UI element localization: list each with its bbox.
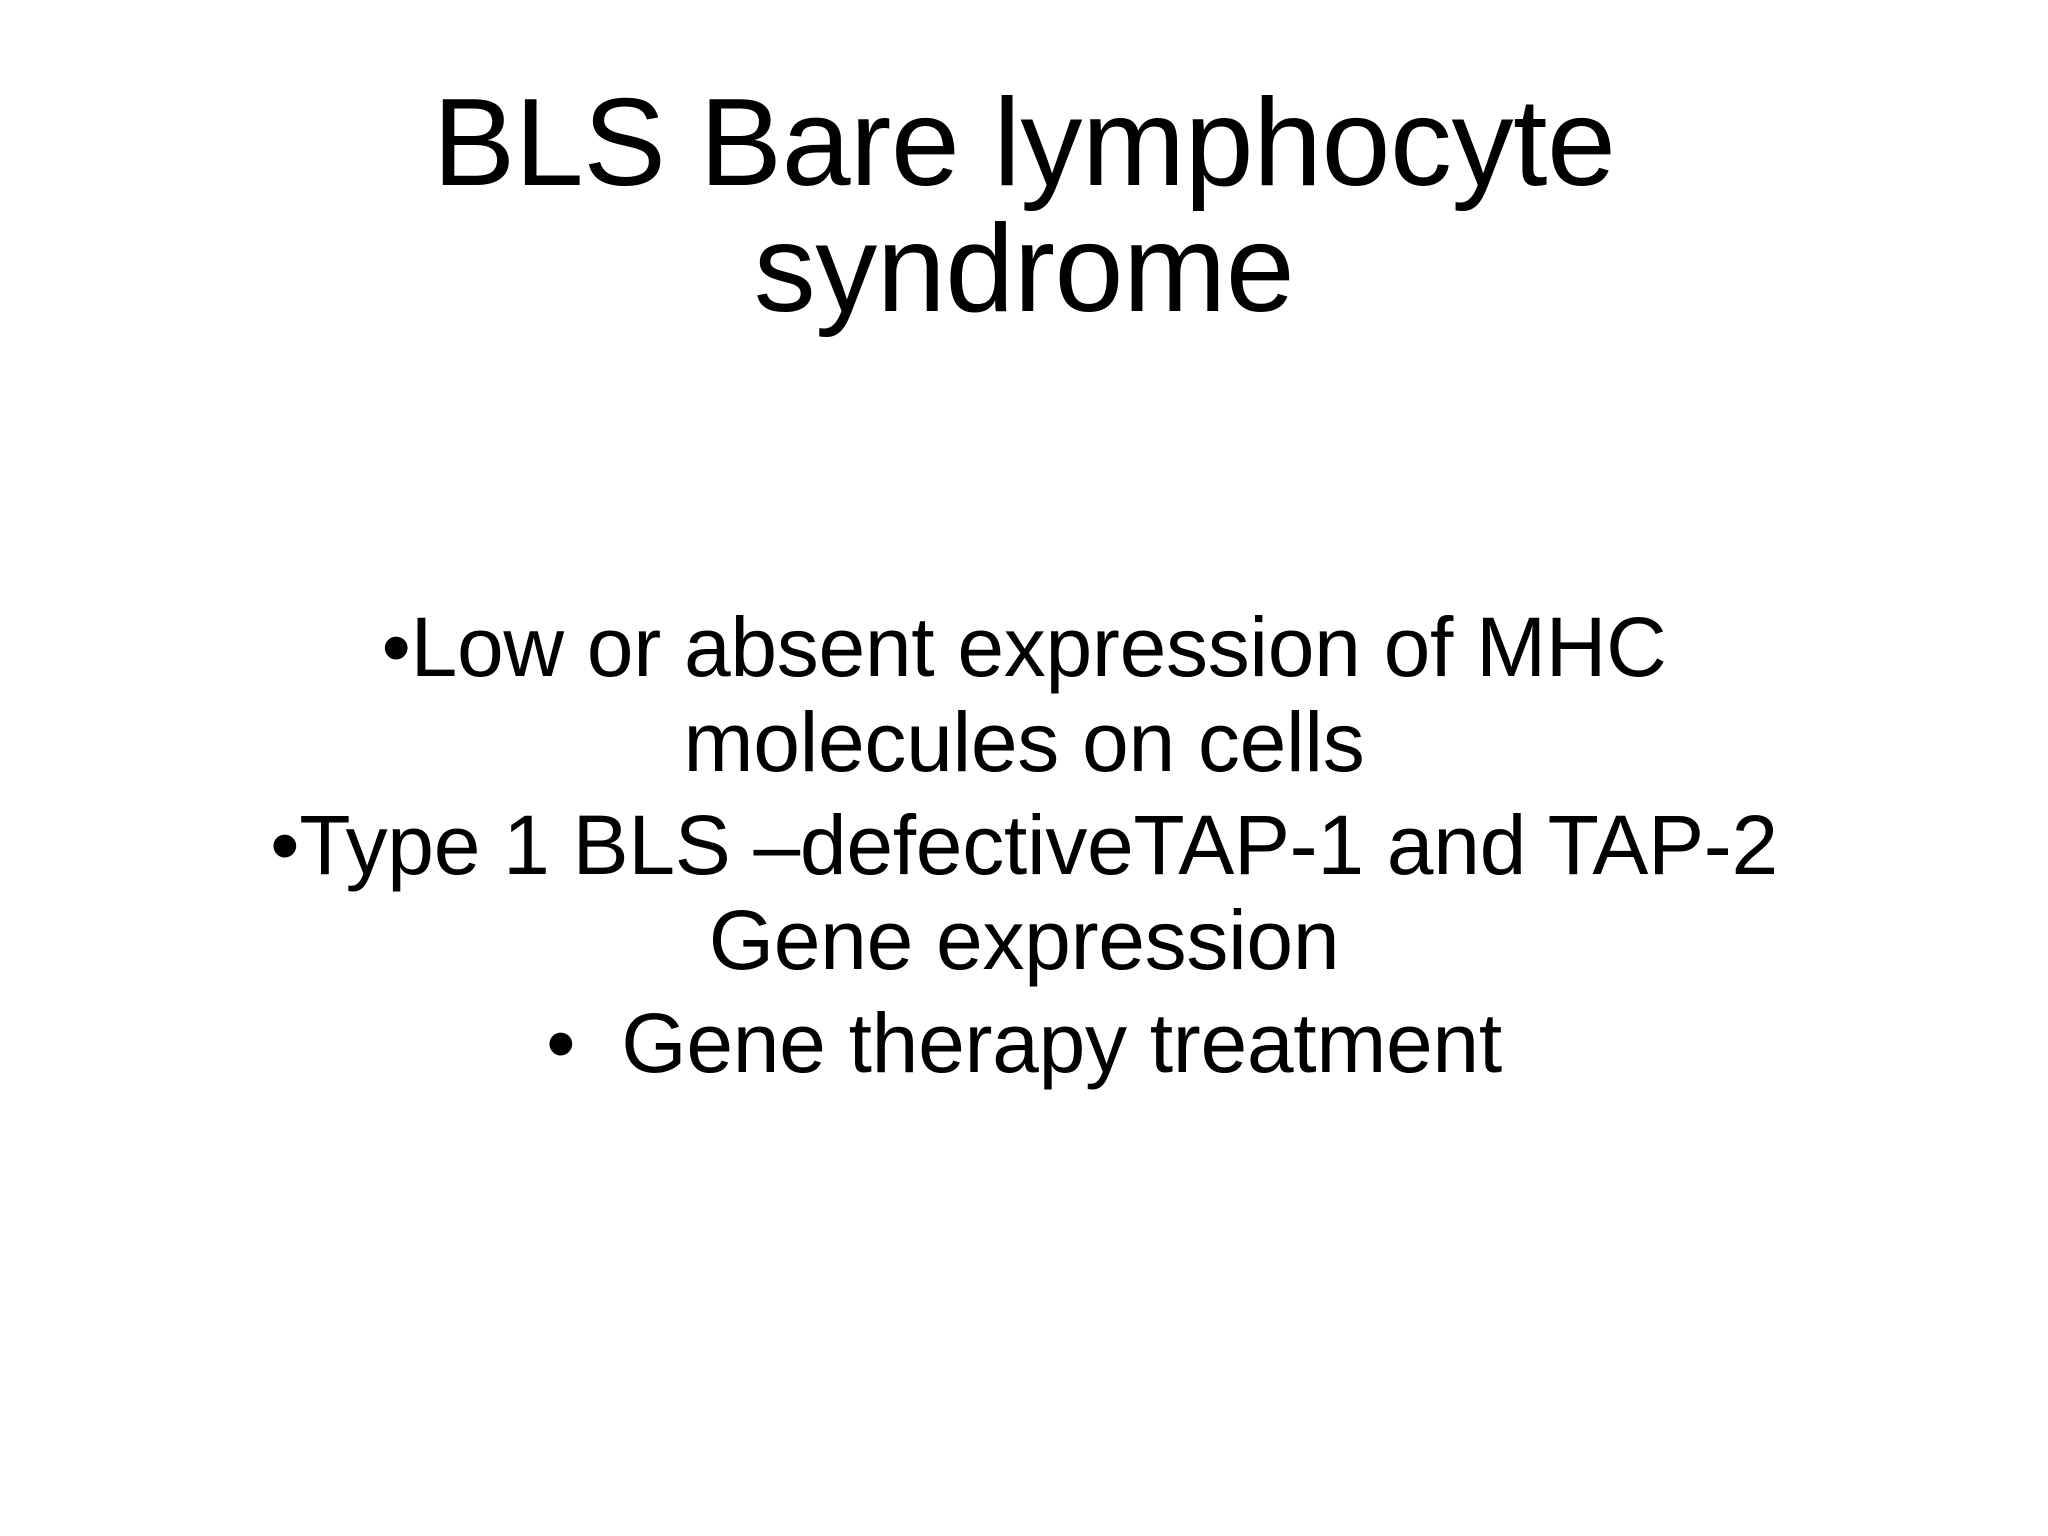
bullet-item-3: • Gene therapy treatment — [256, 996, 1792, 1091]
slide-title-line-1: BLS Bare lymphocyte — [432, 74, 1616, 212]
bullet-item-2: •Type 1 BLS –defectiveTAP-1 and TAP-2 Ge… — [256, 798, 1792, 988]
bullet-item-1: •Low or absent expression of MHC molecul… — [256, 600, 1792, 790]
bullet-item-3-text: Gene therapy treatment — [621, 995, 1502, 1090]
bullet-marker-icon: • — [546, 995, 576, 1090]
bullet-item-2-text: Type 1 BLS –defectiveTAP-1 and TAP-2 Gen… — [299, 797, 1778, 987]
bullet-marker-icon: • — [270, 797, 300, 892]
slide-title: BLS Bare lymphocyte syndrome — [150, 80, 1898, 333]
slide-body: •Low or absent expression of MHC molecul… — [256, 600, 1792, 1099]
slide-title-line-2: syndrome — [753, 200, 1295, 339]
bullet-item-1-text: Low or absent expression of MHC molecule… — [410, 600, 1667, 789]
bullet-marker-icon: • — [381, 600, 411, 694]
